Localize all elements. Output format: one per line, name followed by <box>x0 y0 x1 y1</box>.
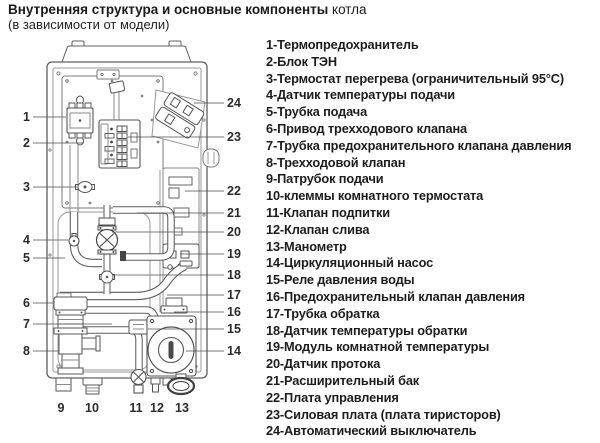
callout-8: 8 <box>23 344 30 358</box>
three-way-valve-assembly <box>53 292 101 375</box>
legend-item-11: 11-Клапан подпитки <box>266 204 390 220</box>
legend-item-8: 8-Трехходовой клапан <box>266 154 406 170</box>
legend-item-24: 24-Автоматический выключатель <box>266 423 477 439</box>
legend-item-19: 19-Модуль комнатной температуры <box>266 339 490 355</box>
callout-12: 12 <box>150 401 164 415</box>
thermal-fuse-contactor <box>66 95 94 146</box>
callout-5: 5 <box>23 251 30 265</box>
three-way-valve-top <box>95 217 119 255</box>
callout-10: 10 <box>85 401 99 415</box>
pipe-union <box>120 251 126 261</box>
callout-4: 4 <box>23 233 30 247</box>
bottom-fitting <box>82 377 103 395</box>
legend-item-4: 4-Датчик температуры подачи <box>266 87 455 103</box>
callout-21: 21 <box>227 206 241 220</box>
legend-item-15: 15-Реле давления воды <box>266 272 415 288</box>
filling-valve <box>130 368 147 394</box>
drain-valve <box>150 377 161 393</box>
page-title-bold: Внутренняя структура и основные компонен… <box>8 2 329 17</box>
page-title: Внутренняя структура и основные компонен… <box>8 2 367 17</box>
callout-15: 15 <box>227 322 241 336</box>
callout-13: 13 <box>175 401 189 415</box>
legend-item-9: 9-Патрубок подачи <box>266 171 384 187</box>
inner-panel <box>52 67 202 373</box>
legend-item-22: 22-Плата управления <box>266 389 399 405</box>
callout-numbers: 1 2 3 4 5 6 7 8 9 10 11 12 13 14 15 16 1… <box>23 96 241 415</box>
legend-item-20: 20-Датчик протока <box>266 356 381 372</box>
components-legend: 1-Термопредохранитель 2-Блок ТЭН 3-Термо… <box>266 37 598 440</box>
callout-20: 20 <box>227 225 241 239</box>
heater-block <box>69 145 79 212</box>
legend-item-14: 14-Циркуляционный насос <box>266 255 434 271</box>
callout-19: 19 <box>227 247 241 261</box>
legend-item-18: 18-Датчик температуры обратки <box>266 322 468 338</box>
legend-item-17: 17-Трубка обратка <box>266 305 380 321</box>
supply-temp-sensor <box>68 232 80 247</box>
safety-pressure-valve <box>160 297 188 314</box>
circuit-breaker <box>151 89 206 149</box>
legend-item-1: 1-Термопредохранитель <box>266 37 419 52</box>
water-pressure-switch <box>128 319 149 335</box>
callout-24: 24 <box>227 96 241 110</box>
legend-item-5: 5-Трубка подача <box>266 104 368 120</box>
leader-lines <box>33 102 224 352</box>
callout-14: 14 <box>227 344 241 358</box>
callout-7: 7 <box>23 317 30 331</box>
callout-9: 9 <box>58 401 65 415</box>
legend-item-12: 12-Клапан слива <box>266 221 370 237</box>
callout-6: 6 <box>23 296 30 310</box>
return-flange <box>179 260 193 267</box>
callout-17: 17 <box>227 288 241 302</box>
callout-22: 22 <box>227 184 241 198</box>
page-subtitle: (в зависимости от модели) <box>8 17 170 32</box>
pressure-gauge <box>166 373 196 396</box>
legend-item-10: 10-клеммы комнатного термостата <box>266 188 484 204</box>
legend-item-13: 13-Манометр <box>266 238 347 254</box>
top-cap <box>61 45 192 63</box>
return-temp-sensor <box>99 270 115 284</box>
legend-item-6: 6-Привод трехходового клапана <box>266 120 468 136</box>
callout-3: 3 <box>23 180 30 194</box>
callout-18: 18 <box>227 268 241 282</box>
callout-2: 2 <box>23 136 30 150</box>
circulation-pump <box>146 315 197 377</box>
legend-item-21: 21-Расширительный бак <box>266 372 420 388</box>
boiler-diagram: 1 2 3 4 5 6 7 8 9 10 11 12 13 14 15 16 1… <box>23 40 241 415</box>
callout-16: 16 <box>227 305 241 319</box>
legend-item-23: 23-Силовая плата (плата тиристоров) <box>266 406 501 422</box>
power-board <box>98 80 141 169</box>
supply-spigot <box>55 377 72 392</box>
callout-1: 1 <box>23 110 30 124</box>
callout-11: 11 <box>129 401 142 415</box>
page-title-normal: котла <box>332 2 367 17</box>
legend-item-3: 3-Термостат перегрева (ограничительный 9… <box>266 70 564 86</box>
cable-gland-icon <box>202 148 220 168</box>
legend-item-16: 16-Предохранительный клапан давления <box>266 288 525 304</box>
legend-item-7: 7-Трубка предохранительного клапана давл… <box>266 137 572 153</box>
callout-23: 23 <box>227 130 241 144</box>
legend-item-2: 2-Блок ТЭН <box>266 53 337 69</box>
